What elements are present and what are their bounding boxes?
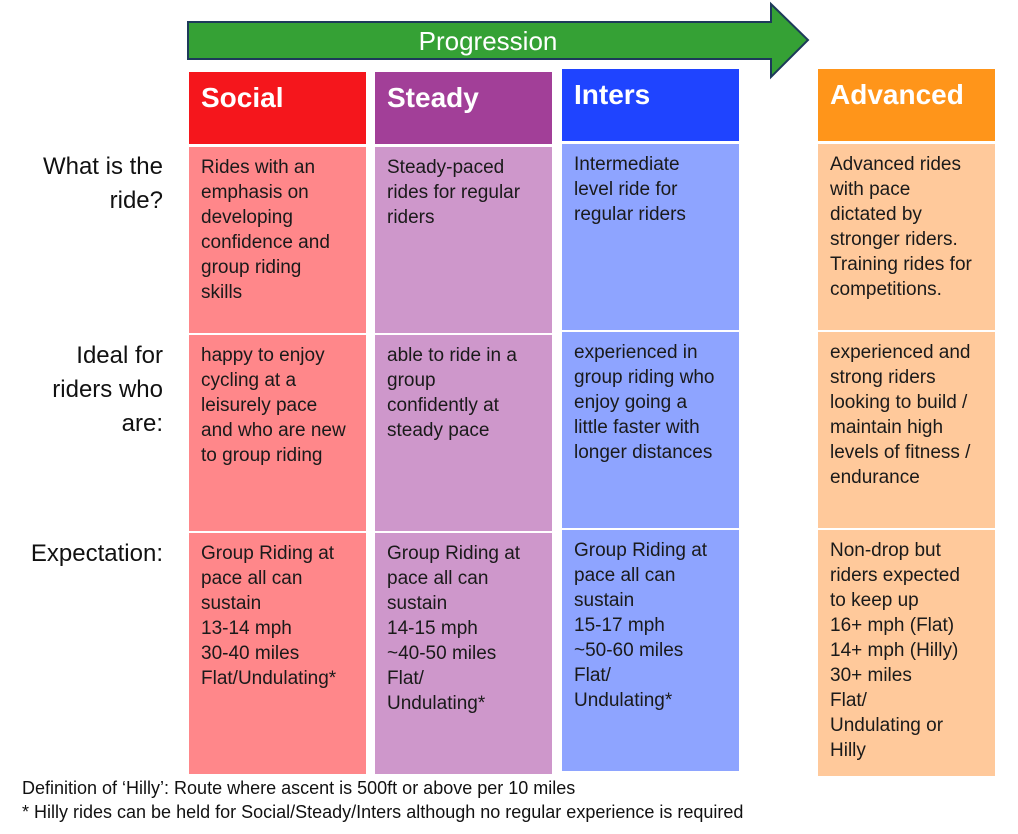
social-what-cell: Rides with an emphasis on developing con… xyxy=(189,147,366,333)
steady-header: Steady xyxy=(375,72,552,144)
advanced-expectation-cell: Non-drop but riders expected to keep up … xyxy=(818,530,995,776)
row-label-what: What is the ride? xyxy=(42,153,163,214)
inters-what-cell: Intermediate level ride for regular ride… xyxy=(562,144,739,330)
steady-expectation-cell: Group Riding at pace all can sustain 14-… xyxy=(375,533,552,774)
steady-what-cell: Steady-paced rides for regular riders xyxy=(375,147,552,333)
inters-expectation-cell: Group Riding at pace all can sustain 15-… xyxy=(562,530,739,771)
inters-header: Inters xyxy=(562,69,739,141)
social-expectation-cell: Group Riding at pace all can sustain 13-… xyxy=(189,533,366,774)
advanced-header: Advanced xyxy=(818,69,995,141)
advanced-ideal-cell: experienced and strong riders looking to… xyxy=(818,332,995,528)
hilly-rides-note: * Hilly rides can be held for Social/Ste… xyxy=(22,802,744,822)
social-ideal-cell: happy to enjoy cycling at a leisurely pa… xyxy=(189,335,366,531)
row-label-expectation: Expectation: xyxy=(30,540,163,567)
progression-arrow xyxy=(187,1,810,80)
hilly-definition-note: Definition of ‘Hilly’: Route where ascen… xyxy=(22,778,576,798)
inters-ideal-cell: experienced in group riding who enjoy go… xyxy=(562,332,739,528)
steady-ideal-cell: able to ride in a group confidently at s… xyxy=(375,335,552,531)
progression-label: Progression xyxy=(418,25,558,56)
social-header: Social xyxy=(189,72,366,144)
advanced-what-cell: Advanced rides with pace dictated by str… xyxy=(818,144,995,330)
row-label-ideal: Ideal for riders who are: xyxy=(52,342,163,437)
